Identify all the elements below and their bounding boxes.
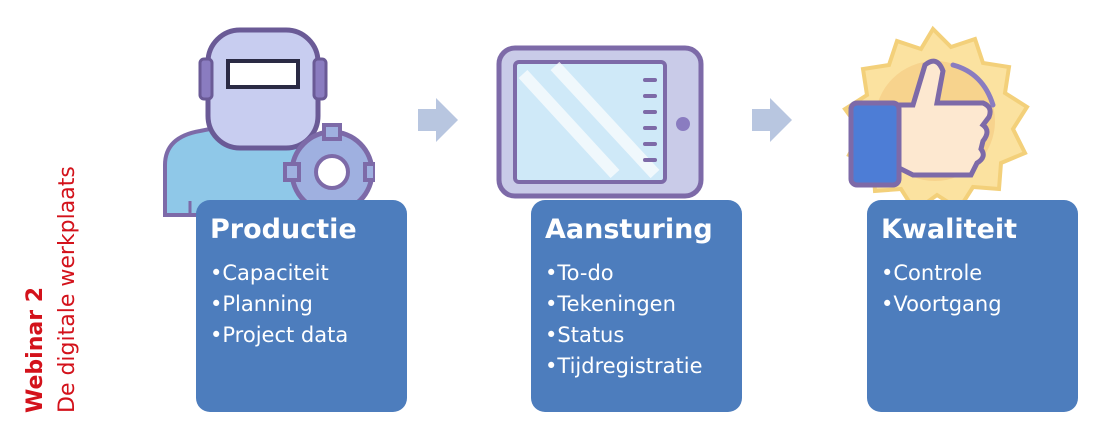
thumbs-up-badge-icon (842, 25, 1030, 214)
productie-card: Productie Capaciteit Planning Project da… (196, 200, 407, 412)
list-item: Controle (881, 258, 1064, 289)
arrow-right-icon (752, 98, 792, 142)
webinar-label: Webinar 2 (23, 286, 48, 413)
list-item: Status (545, 320, 728, 351)
list-item: Tijdregistratie (545, 351, 728, 382)
kwaliteit-card: Kwaliteit Controle Voortgang (867, 200, 1078, 412)
card-list: To-do Tekeningen Status Tijdregistratie (545, 258, 728, 382)
arrow-right-icon (418, 98, 458, 142)
list-item: Capaciteit (210, 258, 393, 289)
card-heading: Kwaliteit (881, 214, 1017, 245)
card-list: Controle Voortgang (881, 258, 1064, 320)
list-item: Project data (210, 320, 393, 351)
webinar-subtitle: De digitale werkplaats (54, 166, 80, 413)
welder-with-gear-icon (163, 27, 375, 219)
card-heading: Productie (210, 214, 357, 245)
tablet-icon (496, 45, 704, 199)
list-item: Tekeningen (545, 289, 728, 320)
side-title: Webinar 2 De digitale werkplaats (20, 166, 84, 413)
list-item: To-do (545, 258, 728, 289)
card-list: Capaciteit Planning Project data (210, 258, 393, 351)
aansturing-card: Aansturing To-do Tekeningen Status Tijdr… (531, 200, 742, 412)
list-item: Planning (210, 289, 393, 320)
card-heading: Aansturing (545, 214, 713, 245)
list-item: Voortgang (881, 289, 1064, 320)
